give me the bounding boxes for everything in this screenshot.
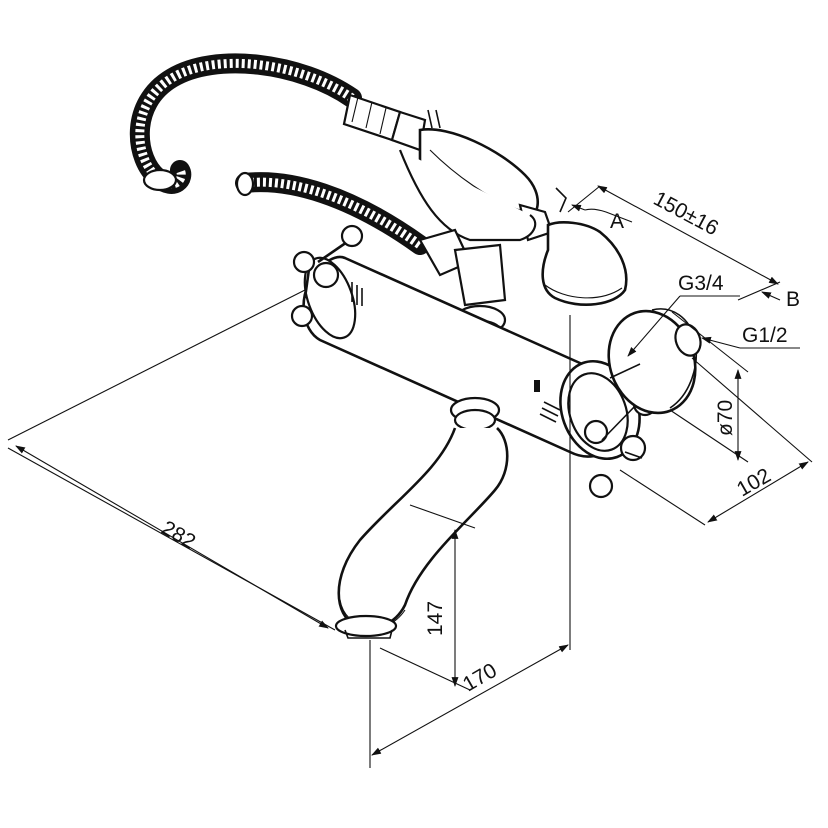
dim-label-170: 170	[459, 659, 501, 696]
wall-flange	[607, 308, 702, 415]
shower-hose	[129, 53, 430, 255]
callout-label-g12: G1/2	[742, 324, 788, 347]
bath-spout	[334, 396, 509, 639]
dimension-diameter-70: ø70	[669, 311, 749, 463]
dim-label-150: 150±16	[650, 187, 723, 240]
dim-label-147: 147	[424, 601, 447, 636]
callout-g34: G3/4	[627, 272, 740, 357]
dim-label-102: 102	[733, 464, 775, 501]
marker-label-b: B	[786, 288, 800, 311]
dim-label-282: 282	[158, 516, 200, 553]
dim-label-diameter-70: ø70	[714, 400, 737, 436]
dimension-147: 147	[379, 504, 476, 691]
dimension-282: 282	[7, 289, 336, 631]
marker-a: A	[571, 204, 633, 233]
marker-b: B	[761, 288, 800, 311]
callout-g12: G1/2	[701, 324, 800, 349]
marker-label-a: A	[610, 210, 624, 233]
callout-label-g34: G3/4	[678, 272, 724, 295]
left-cross-handle	[290, 224, 364, 328]
